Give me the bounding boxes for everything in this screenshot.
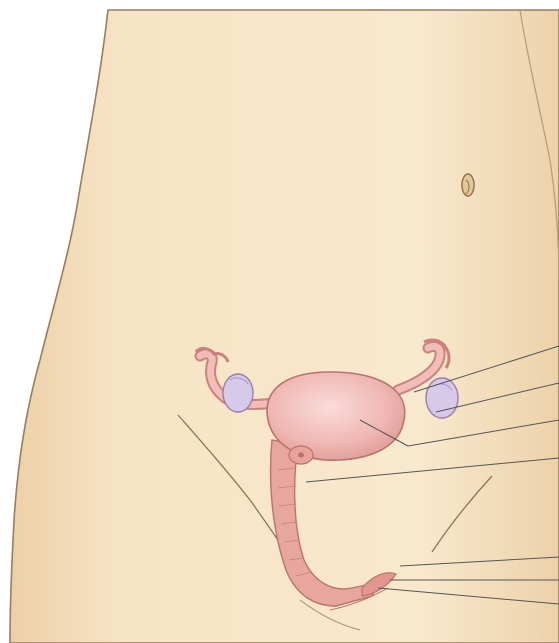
navel-icon xyxy=(462,174,474,196)
ovary-left xyxy=(223,374,253,412)
uterus xyxy=(267,372,405,460)
